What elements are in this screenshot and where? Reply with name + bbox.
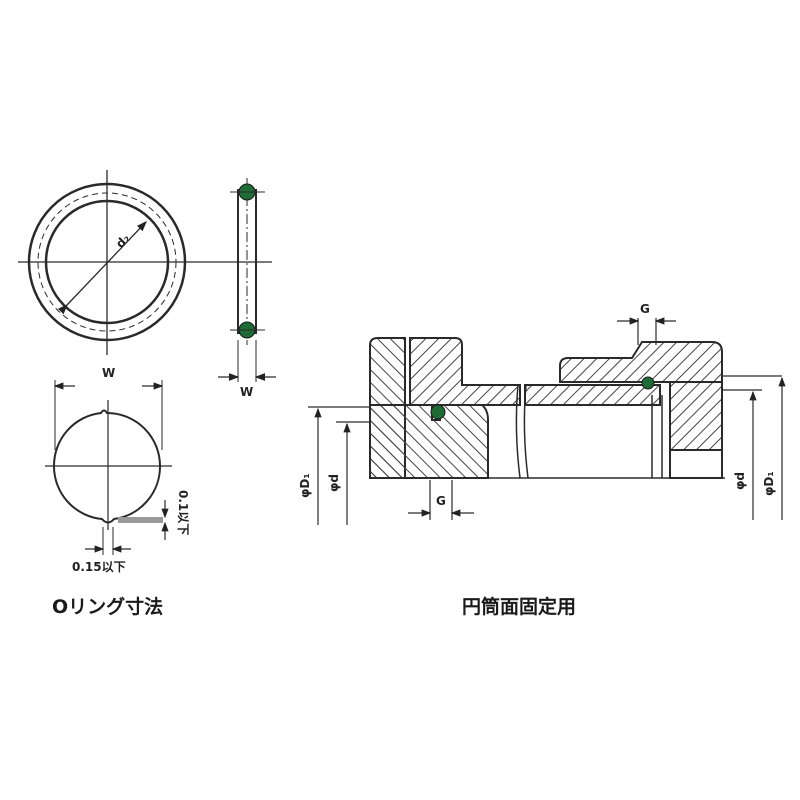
left-outer-diameter-label: φD₁	[298, 473, 312, 498]
oring-front-view	[18, 170, 272, 355]
width-cross-section-label: W	[102, 366, 116, 380]
groove-left-label: G	[436, 494, 446, 508]
right-outer-diameter-label: φD₁	[762, 471, 776, 496]
left-inner-diameter-label: φd	[327, 474, 341, 492]
cylinder-fixing-assembly	[308, 317, 786, 525]
oring-cross-section	[45, 380, 172, 555]
oring-side-view	[218, 178, 276, 382]
cylinder-fixing-title: 円筒面固定用	[462, 596, 577, 618]
groove-right-label: G	[640, 302, 650, 316]
flash-width-label: 0.15以下	[72, 560, 126, 574]
right-inner-diameter-label: φd	[733, 472, 747, 490]
oring-dimensions-title: Oリング寸法	[52, 596, 164, 618]
flash-height-label: 0.1以下	[176, 490, 190, 536]
width-side-label: W	[240, 385, 254, 399]
